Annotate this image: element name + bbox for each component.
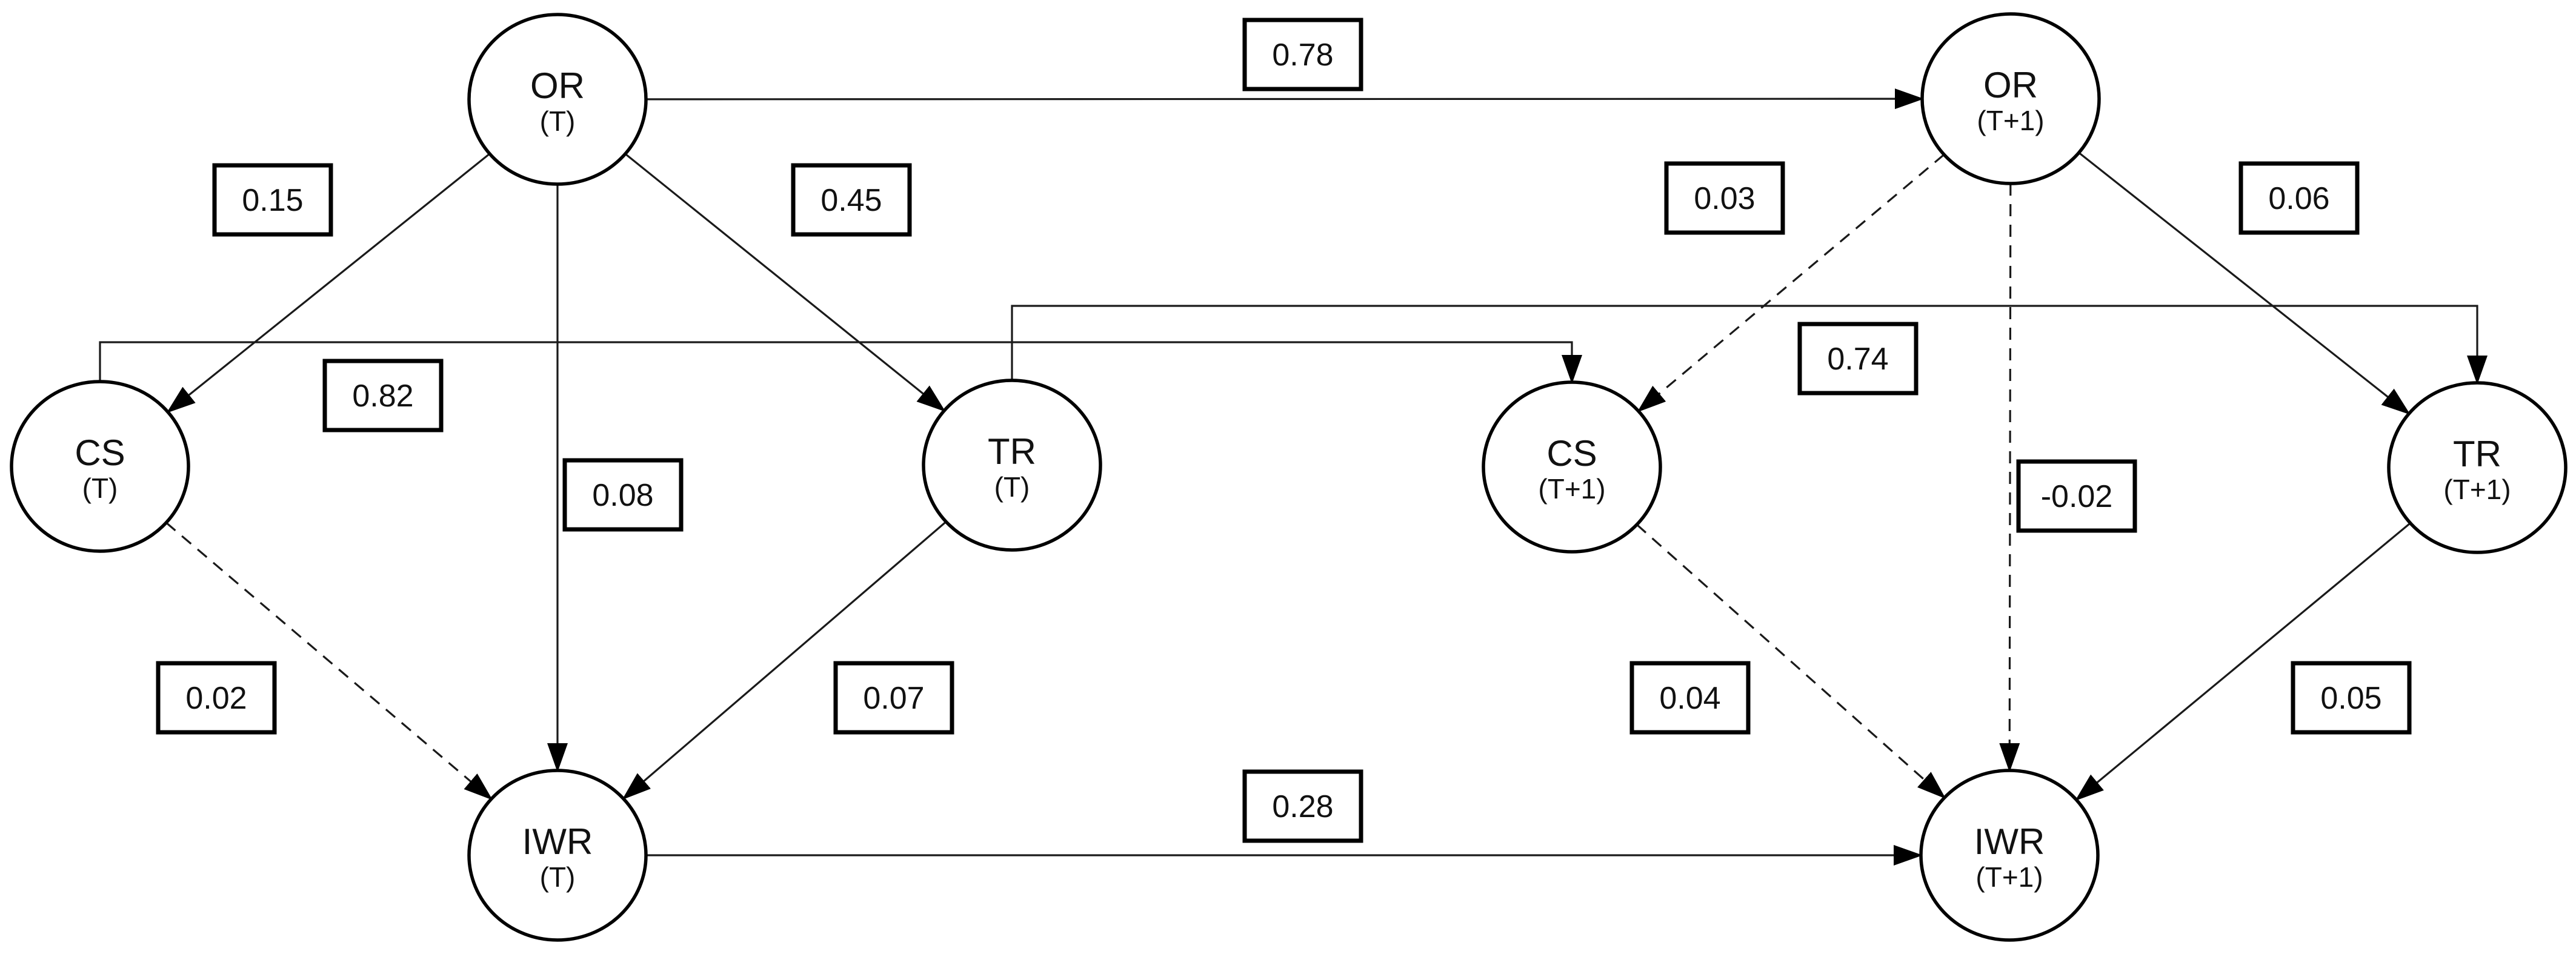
nodes-layer: OR(T)CS(T)TR(T)IWR(T)OR(T+1)CS(T+1)TR(T+… — [10, 12, 2568, 942]
coefficient-value-or_t-iwr_t: 0.08 — [592, 478, 653, 513]
node-iwr_t: IWR(T) — [467, 769, 648, 942]
coefficient-iwr_t-iwr_t1: 0.28 — [1242, 769, 1363, 843]
coefficient-value-cs_t-cs_t1: 0.82 — [352, 379, 413, 414]
coefficient-box-or_t-iwr_t — [562, 458, 684, 532]
coefficient-value-tr_t-iwr_t: 0.07 — [863, 681, 924, 716]
coefficient-value-or_t-cs_t: 0.15 — [242, 183, 303, 218]
node-label-iwr_t1: IWR — [1974, 821, 2045, 862]
path-arrow-or_t1-tr_t1 — [2078, 151, 2411, 415]
node-label-iwr_t: IWR — [522, 821, 593, 862]
node-sublabel-tr_t: (T) — [994, 471, 1030, 503]
coefficient-or_t1-iwr_t1: -0.02 — [2016, 459, 2137, 533]
coefficient-cs_t-cs_t1: 0.82 — [322, 359, 444, 432]
path-arrow-or_t1-cs_t1 — [1637, 153, 1945, 412]
node-label-cs_t: CS — [75, 432, 125, 473]
coefficient-value-cs_t-iwr_t: 0.02 — [185, 681, 247, 716]
node-cs_t: CS(T) — [10, 380, 190, 553]
coefficient-value-or_t1-iwr_t1: -0.02 — [2041, 479, 2113, 514]
coefficient-tr_t1-iwr_t1: 0.05 — [2291, 661, 2412, 735]
path-arrow-tr_t1-iwr_t1 — [2075, 522, 2411, 801]
coefficient-box-or_t1-tr_t1 — [2238, 161, 2360, 235]
node-sublabel-iwr_t: (T) — [540, 861, 576, 893]
path-arrow-tr_t-tr_t1 — [1011, 305, 2488, 385]
coefficient-or_t-cs_t: 0.15 — [212, 163, 333, 237]
node-tr_t: TR(T) — [922, 379, 1102, 552]
node-circle-cs_t1 — [1482, 380, 1662, 554]
coefficient-value-iwr_t-iwr_t1: 0.28 — [1272, 789, 1333, 824]
coefficient-value-or_t-tr_t: 0.45 — [820, 183, 882, 218]
coefficient-cs_t-iwr_t: 0.02 — [156, 661, 277, 735]
coefficient-tr_t-iwr_t: 0.07 — [833, 661, 954, 735]
node-label-cs_t1: CS — [1546, 433, 1597, 474]
node-iwr_t1: IWR(T+1) — [1919, 769, 2100, 942]
path-arrow-cs_t-cs_t1 — [99, 341, 1582, 384]
path-arrow-or_t-tr_t — [624, 153, 946, 412]
coefficient-box-cs_t-cs_t1 — [322, 359, 444, 432]
node-or_t1: OR(T+1) — [1920, 12, 2101, 185]
coefficient-box-cs_t-iwr_t — [156, 661, 277, 735]
node-sublabel-iwr_t1: (T+1) — [1975, 861, 2043, 893]
node-circle-tr_t — [922, 379, 1102, 552]
coefficient-box-or_t-or_t1 — [1242, 18, 1363, 91]
node-label-or_t: OR — [530, 65, 585, 106]
node-circle-cs_t — [10, 380, 190, 553]
coefficient-box-iwr_t-iwr_t1 — [1242, 769, 1363, 843]
node-sublabel-or_t1: (T+1) — [1977, 105, 2044, 136]
path-arrow-cs_t-iwr_t — [165, 522, 493, 801]
node-sublabel-or_t: (T) — [540, 105, 576, 137]
path-arrow-cs_t1-iwr_t1 — [1636, 523, 1946, 799]
coefficient-box-or_t1-cs_t1 — [1664, 161, 1785, 235]
path-arrow-or_t1-iwr_t1 — [1999, 183, 2020, 772]
coefficient-box-tr_t-iwr_t — [833, 661, 954, 735]
node-circle-or_t — [467, 13, 648, 186]
coefficient-box-or_t-cs_t — [212, 163, 333, 237]
coefficient-value-tr_t1-iwr_t1: 0.05 — [2320, 681, 2381, 716]
node-circle-iwr_t1 — [1919, 769, 2100, 942]
coefficient-box-or_t-tr_t — [791, 163, 912, 237]
coefficient-value-or_t1-tr_t1: 0.06 — [2268, 181, 2329, 216]
node-label-or_t1: OR — [1983, 65, 2038, 105]
path-arrow-or_t-cs_t — [166, 153, 491, 413]
node-cs_t1: CS(T+1) — [1482, 380, 1662, 554]
coefficient-cs_t1-iwr_t1: 0.04 — [1629, 661, 1751, 735]
coefficient-or_t1-cs_t1: 0.03 — [1664, 161, 1785, 235]
node-circle-or_t1 — [1920, 12, 2101, 185]
node-circle-iwr_t — [467, 769, 648, 942]
coefficient-value-or_t1-cs_t1: 0.03 — [1694, 181, 1755, 216]
path-arrow-tr_t-iwr_t — [622, 521, 947, 800]
node-label-tr_t1: TR — [2453, 434, 2501, 474]
coefficient-box-tr_t1-iwr_t1 — [2291, 661, 2412, 735]
node-circle-tr_t1 — [2387, 381, 2568, 554]
coefficient-value-or_t-or_t1: 0.78 — [1272, 38, 1333, 73]
coefficient-value-cs_t1-iwr_t1: 0.04 — [1659, 681, 1720, 716]
coefficient-or_t-or_t1: 0.78 — [1242, 18, 1363, 91]
coefficient-box-cs_t1-iwr_t1 — [1629, 661, 1751, 735]
coefficient-box-or_t1-iwr_t1 — [2016, 459, 2137, 533]
node-sublabel-cs_t: (T) — [82, 472, 118, 504]
node-tr_t1: TR(T+1) — [2387, 381, 2568, 554]
coefficient-or_t-iwr_t: 0.08 — [562, 458, 684, 532]
coefficient-value-tr_t-tr_t1: 0.74 — [1827, 342, 1888, 377]
coefficient-or_t1-tr_t1: 0.06 — [2238, 161, 2360, 235]
node-or_t: OR(T) — [467, 13, 648, 186]
coefficient-labels-layer: 0.78 0.15 0.45 0.08 0.82 0.74 0.02 0.07 0.28 0.03… — [156, 18, 2412, 843]
node-label-tr_t: TR — [988, 431, 1036, 472]
node-sublabel-tr_t1: (T+1) — [2443, 474, 2511, 505]
node-sublabel-cs_t1: (T+1) — [1538, 473, 1605, 505]
coefficient-tr_t-tr_t1: 0.74 — [1797, 322, 1919, 396]
coefficient-or_t-tr_t: 0.45 — [791, 163, 912, 237]
edges-layer — [99, 88, 2488, 866]
coefficient-box-tr_t-tr_t1 — [1797, 322, 1919, 396]
